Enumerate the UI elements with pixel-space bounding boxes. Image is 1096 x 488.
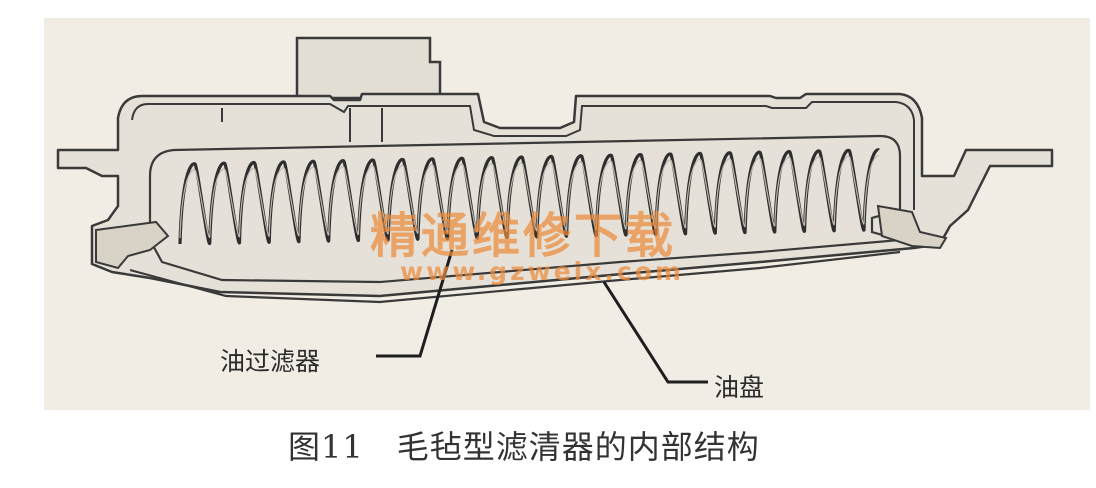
oil-pan-outline xyxy=(129,250,901,304)
filter-frame xyxy=(148,134,902,284)
watermark-text: 精通维修下载 xyxy=(370,208,677,264)
oil-filter-leader-line xyxy=(376,249,454,358)
housing-inner-line xyxy=(131,101,915,210)
oil-pan-label: 油盘 xyxy=(714,373,765,402)
oil-filter-label: 油过滤器 xyxy=(220,347,321,376)
left-seal-bracket xyxy=(95,220,170,270)
figure-caption: 图11 毛毡型滤清器的内部结构 xyxy=(288,428,760,466)
oil-pan-leader-line xyxy=(602,281,708,384)
watermark-url: www.gzweix.com xyxy=(400,257,684,286)
pleated-filter-media-inner xyxy=(179,155,880,239)
right-seal-bracket xyxy=(876,204,948,250)
housing-outline xyxy=(56,92,1054,298)
top-boss xyxy=(295,36,442,100)
